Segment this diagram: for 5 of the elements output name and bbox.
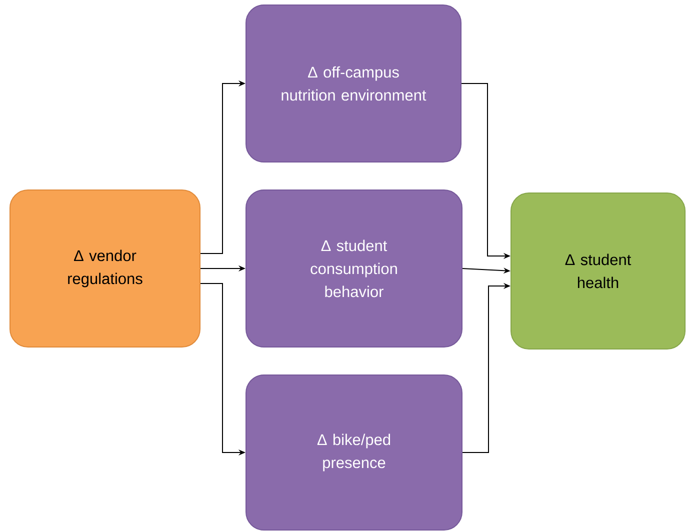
effect-box: Δ bike/ped presence <box>246 374 462 530</box>
effect-box: Δ off-campus nutrition environment <box>246 4 462 162</box>
effect-box: Δ student consumption behavior <box>246 190 462 348</box>
outcome-box: Δ student health <box>510 192 686 350</box>
cause-box: Δ vendor regulations <box>10 190 200 348</box>
